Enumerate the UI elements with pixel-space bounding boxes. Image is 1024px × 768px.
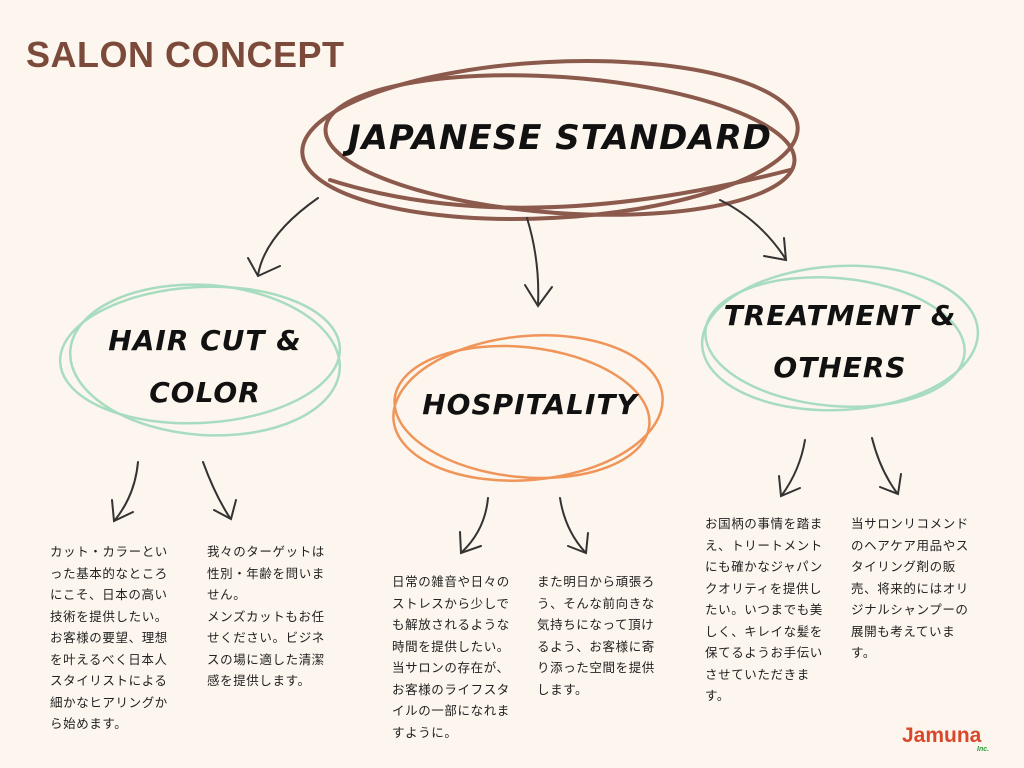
branch-hospitality-label: HOSPITALITY bbox=[422, 388, 638, 421]
hair-scribble-ring bbox=[58, 283, 342, 437]
main-scribble-ring bbox=[300, 59, 800, 221]
branch-treatment-others-label: TREATMENT & OTHERS bbox=[723, 299, 957, 384]
page-title: SALON CONCEPT bbox=[26, 34, 345, 75]
hospitality-scribble-ring bbox=[392, 334, 664, 482]
hair-cut-description-2: 我々のターゲットは 性別・年齢を問いま せん。 メンズカットもお任 せください。… bbox=[207, 544, 325, 688]
treatment-description-2: 当サロンリコメンド のヘアケア用品やス タイリング剤の販 売、将来的にはオリ ジ… bbox=[851, 516, 969, 660]
treatment-description-1: お国柄の事情を踏ま え、トリートメント にも確かなジャパン クオリティを提供し … bbox=[705, 516, 823, 703]
hair-cut-description-1: カット・カラーとい った基本的なところ にこそ、日本の高い 技術を提供したい。 … bbox=[50, 544, 168, 731]
company-logo: Jamuna bbox=[902, 724, 982, 747]
company-logo-suffix: Inc. bbox=[977, 746, 990, 753]
branch-hair-cut-color-label: HAIR CUT & COLOR bbox=[108, 324, 302, 409]
hospitality-description-2: また明日から頑張ろ う、そんな前向きな 気持ちになって頂け るよう、お客様に寄 … bbox=[537, 574, 655, 697]
main-concept-label: JAPANESE STANDARD bbox=[347, 118, 773, 158]
hospitality-description-1: 日常の雑音や日々の ストレスから少しで も解放されるような 時間を提供したい。 … bbox=[392, 574, 510, 740]
treatment-scribble-ring bbox=[700, 264, 980, 412]
arrows bbox=[111, 197, 902, 555]
